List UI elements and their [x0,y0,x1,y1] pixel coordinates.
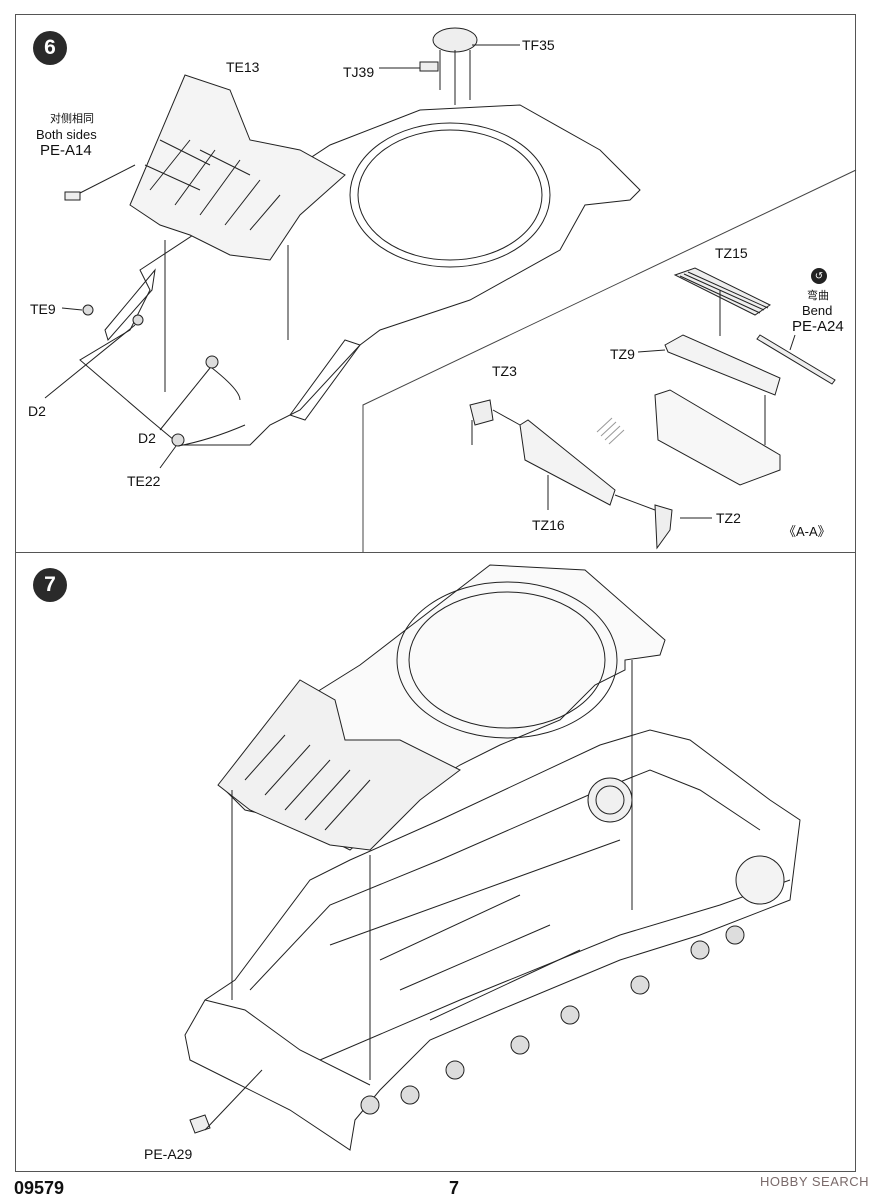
label-tf35: TF35 [522,37,555,53]
step-7-badge: 7 [33,568,67,602]
label-tz16: TZ16 [532,517,565,533]
label-d2-mid: D2 [138,430,156,446]
engine-deck-te13 [129,74,346,261]
label-tj39: TJ39 [343,64,375,80]
box-lower [654,389,781,486]
plate-tz16 [519,419,616,506]
label-te9: TE9 [30,301,56,317]
label-bend-en: Bend [802,303,833,318]
label-bend-cn: 弯曲 [807,290,829,302]
label-section-a-a: 《A-A》 [783,524,831,539]
engine-deck-step7 [217,679,461,851]
page-number: 7 [449,1178,460,1198]
label-pe-a14: PE-A14 [40,142,92,159]
watermark: HOBBY SEARCH [760,1174,870,1189]
label-te22: TE22 [127,473,161,489]
label-d2-left: D2 [28,403,46,419]
lower-hull [184,729,801,1151]
label-tz2: TZ2 [716,510,741,526]
label-tz3: TZ3 [492,363,517,379]
turret-ring [349,122,551,268]
label-pe-a24: PE-A24 [792,318,844,335]
label-pe-a29: PE-A29 [144,1146,193,1162]
tray-tz9 [664,334,781,396]
detail-panel-outline [362,169,857,552]
label-tz9: TZ9 [610,346,635,362]
suspension-arms [360,925,745,1115]
hull-top-plate [79,104,641,446]
bend-icon: ↺ [811,268,827,284]
section-divider [15,552,856,553]
label-te13: TE13 [226,59,260,75]
step-6-badge: 6 [33,31,67,65]
step6-panel [15,14,856,553]
label-both-sides-cn: 对侧相同 [50,113,94,125]
label-both-sides-en: Both sides [36,127,97,142]
kit-number: 09579 [14,1178,65,1198]
label-tz15: TZ15 [715,245,748,261]
